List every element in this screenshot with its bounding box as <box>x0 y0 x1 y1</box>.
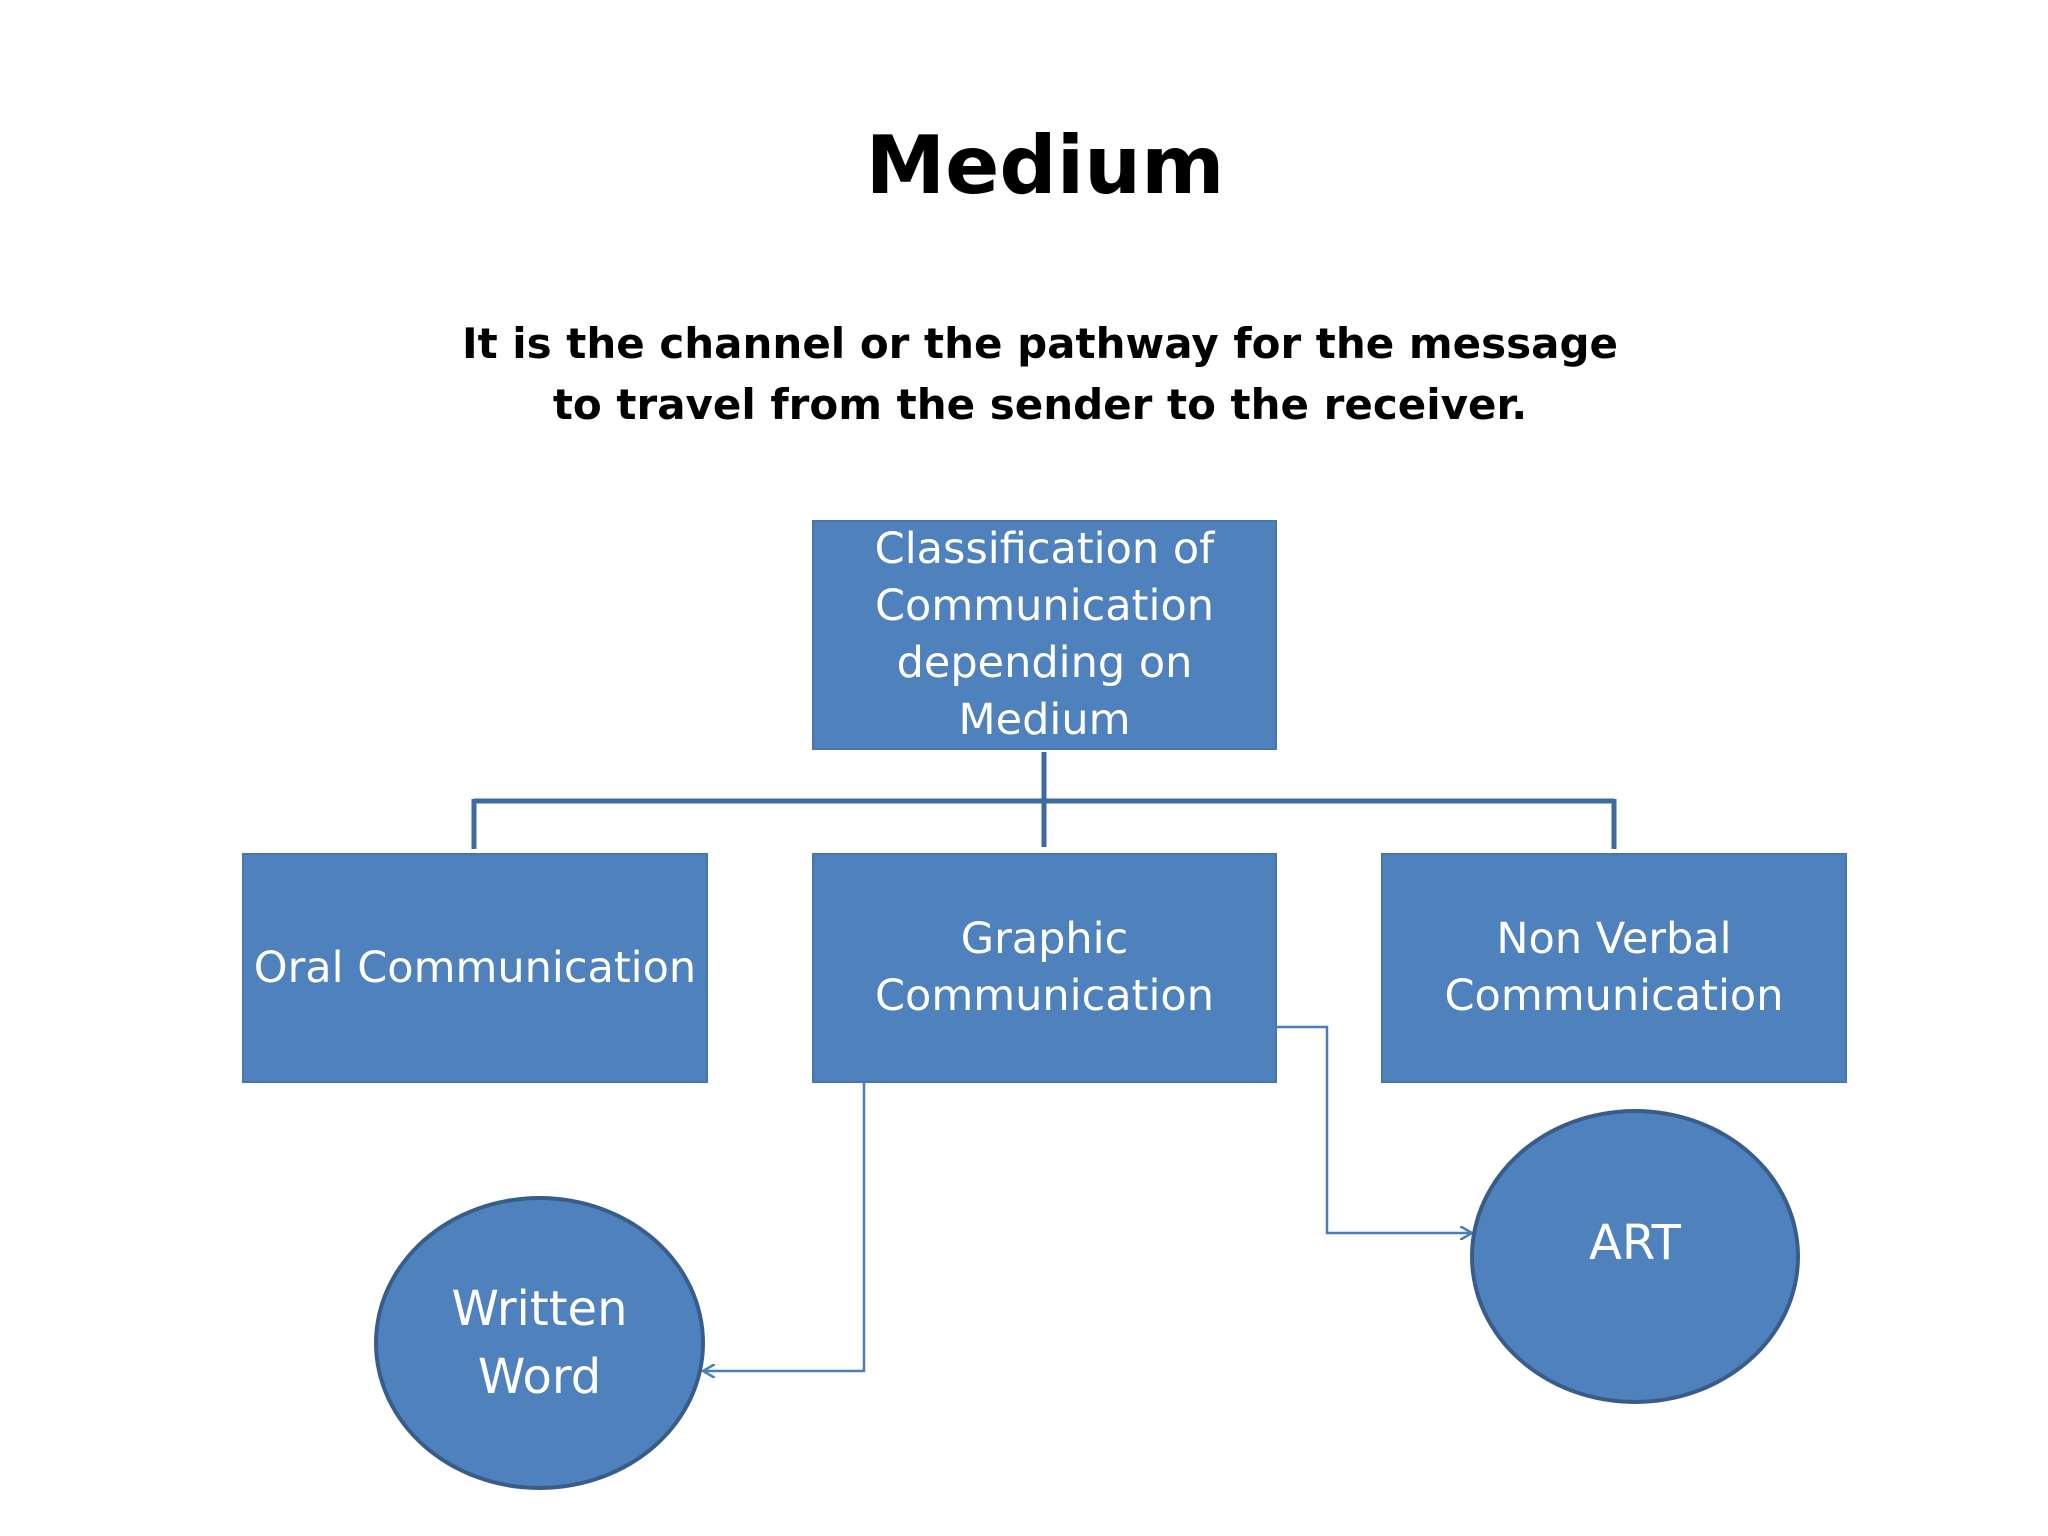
child-node-nonverbal: Non Verbal Communication <box>1381 853 1847 1083</box>
slide-subtitle: It is the channel or the pathway for the… <box>461 319 1619 429</box>
child-node-oral-label: Oral Communication <box>253 942 697 993</box>
arrow-to-art <box>1276 1025 1472 1233</box>
child-node-nonverbal-label: Non Verbal Communication <box>1444 914 1784 1021</box>
child-node-graphic: Graphic Communication <box>812 853 1277 1083</box>
root-node-label: Classification of Communication dependin… <box>874 524 1215 745</box>
slide-title: Medium <box>865 119 1225 212</box>
arrow-to-written-word <box>703 1083 866 1371</box>
child-node-graphic-label: Graphic Communication <box>875 914 1214 1021</box>
art-label: ART <box>1588 1214 1681 1271</box>
written-word-label: Written Word <box>451 1281 628 1405</box>
child-node-oral: Oral Communication <box>242 853 708 1083</box>
root-node: Classification of Communication dependin… <box>812 520 1277 750</box>
written-word-circle: Written Word <box>374 1196 705 1490</box>
art-circle: ART <box>1470 1109 1800 1404</box>
